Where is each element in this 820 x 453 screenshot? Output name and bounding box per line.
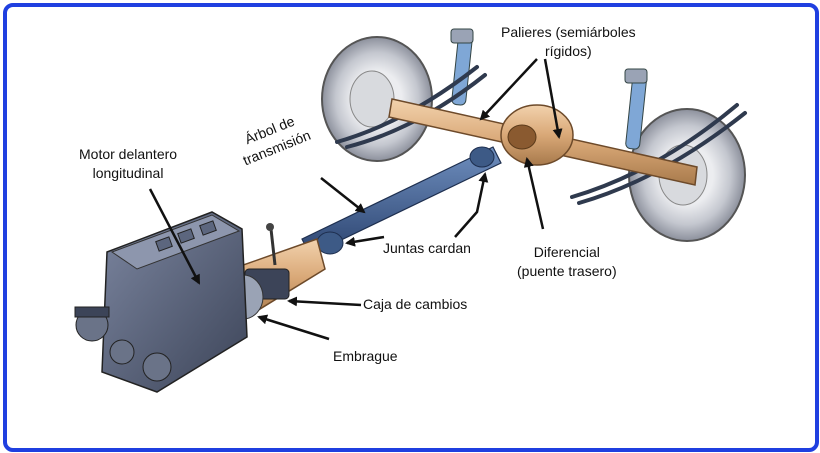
label-palieres-line2: rígidos) (544, 43, 592, 59)
arrows (148, 58, 563, 341)
arrow-junta-rear (454, 172, 489, 238)
diagram-frame: Motor delantero longitudinal Árbol de tr… (3, 3, 819, 452)
label-palieres: Palieres (semiárboles rígidos) (501, 23, 636, 61)
arrow-junta-front (345, 235, 385, 247)
arrow-arbol (320, 177, 366, 214)
label-motor: Motor delantero longitudinal (79, 145, 177, 183)
engine (74, 211, 248, 393)
label-caja: Caja de cambios (363, 296, 468, 312)
label-motor-line1: Motor delantero (79, 146, 178, 162)
arrow-diferencial (523, 157, 545, 230)
label-palieres-line1: Palieres (semiárboles (501, 24, 636, 40)
front-universal-joint (316, 231, 344, 255)
arrow-embrague (257, 314, 330, 341)
label-juntas: Juntas cardan (383, 240, 471, 256)
label-diferencial-line2: (puente trasero) (517, 263, 617, 279)
label-diferencial: Diferencial (puente trasero) (517, 243, 617, 281)
arrow-palier-left (479, 58, 538, 121)
label-embrague: Embrague (333, 348, 398, 364)
arrow-motor (148, 188, 201, 285)
arrow-palier-right (543, 58, 563, 139)
label-diferencial-line1: Diferencial (533, 244, 600, 260)
drivetrain-illustration (74, 28, 747, 393)
arrow-caja (287, 296, 362, 307)
label-motor-line2: longitudinal (92, 165, 164, 181)
rear-universal-joint (469, 146, 495, 168)
right-shock-absorber (624, 68, 648, 150)
